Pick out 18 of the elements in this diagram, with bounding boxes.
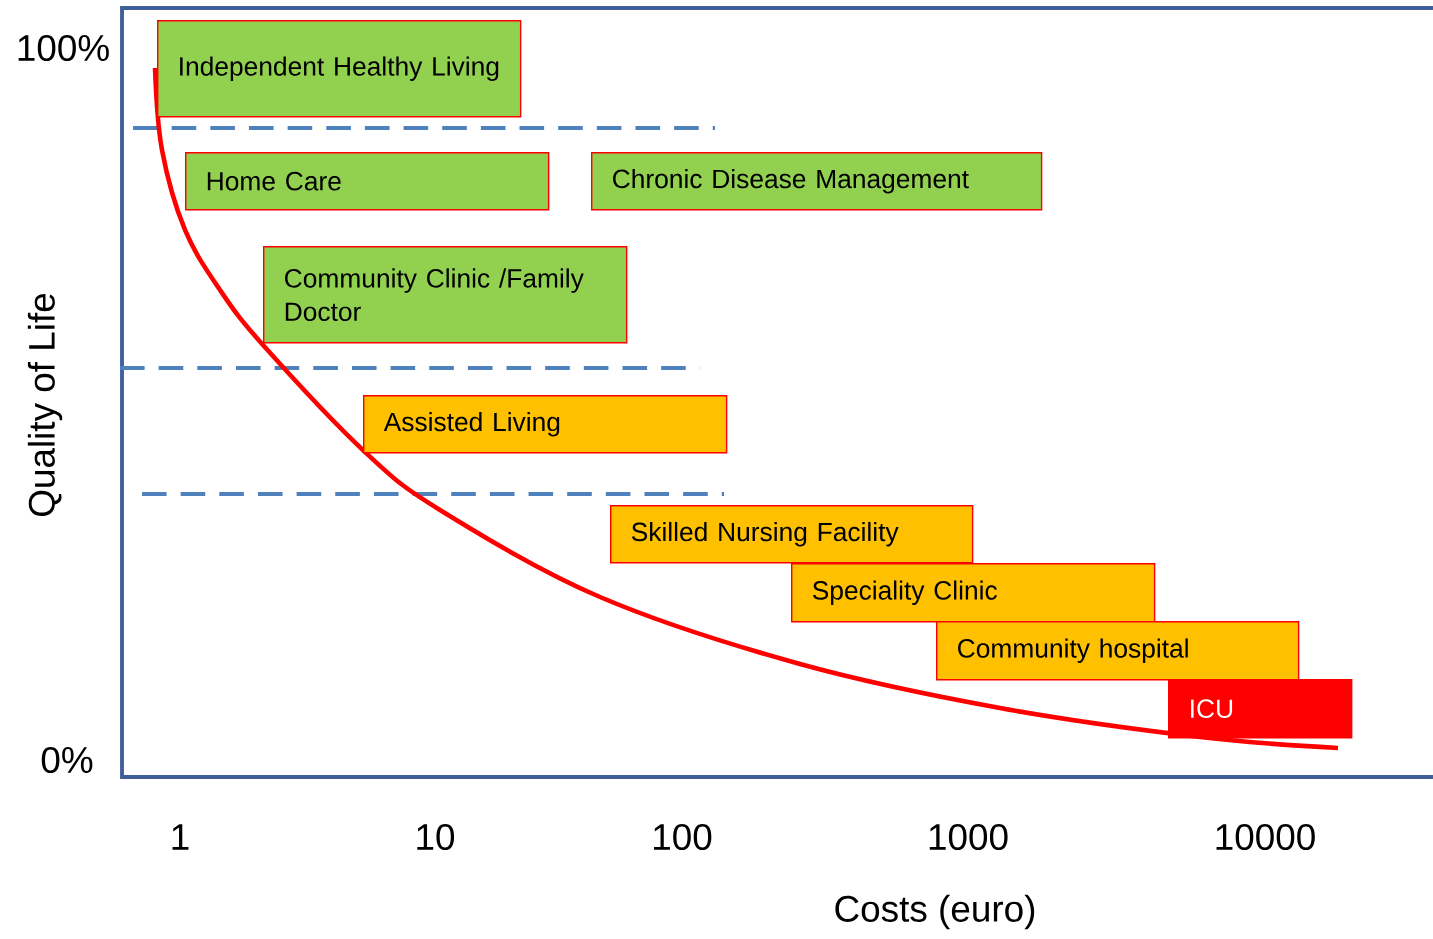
- axis-label: 100: [654, 823, 712, 851]
- care-box: Chronic Disease Management: [591, 152, 1043, 211]
- axis-label: 10000: [1216, 823, 1315, 851]
- axis-title: Quality of Life: [27, 293, 63, 517]
- axis-label: Costs (euro): [835, 894, 1035, 930]
- axis-label: 1000: [929, 823, 1008, 851]
- axis-label: 1: [172, 824, 189, 850]
- care-box: Skilled Nursing Facility: [610, 505, 974, 564]
- care-box: Independent Healthy Living: [157, 20, 522, 118]
- axis-label: 100%: [18, 34, 109, 62]
- axis-label: 0%: [41, 746, 93, 774]
- care-box: ICU: [1168, 679, 1353, 739]
- care-box: Community Clinic /Family Doctor: [263, 246, 628, 344]
- care-box: Assisted Living: [363, 395, 728, 454]
- care-box: Community hospital: [936, 621, 1300, 681]
- care-box: Home Care: [185, 152, 550, 211]
- care-box: Speciality Clinic: [791, 563, 1156, 623]
- axis-label: 10: [417, 823, 455, 851]
